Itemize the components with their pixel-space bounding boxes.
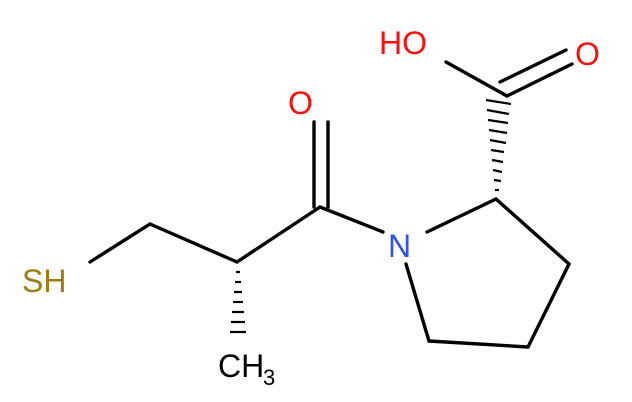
bond-carbonyl-calpha xyxy=(235,205,322,264)
bond-c5-n xyxy=(404,262,431,343)
atom-labels: HO O O N SH CH 3 xyxy=(22,25,600,390)
amide-carbonyl-oxygen-label: O xyxy=(288,85,313,121)
bond-c4-c5 xyxy=(427,339,530,349)
acid-carbonyl-oxygen-label: O xyxy=(575,36,600,72)
side-chain xyxy=(88,222,246,334)
hashed-wedge-calpha-ch3 xyxy=(230,270,246,334)
bond-ch2-s xyxy=(88,222,152,264)
methyl-subscript: 3 xyxy=(263,365,275,390)
hashed-wedge-bond-c2-cooh xyxy=(496,92,519,199)
bond-c-o-double-2 xyxy=(498,48,568,84)
bond-c-o-double-1 xyxy=(505,62,574,98)
hashed-wedge-lines xyxy=(485,98,512,192)
bond-c3-c4 xyxy=(526,262,571,349)
bond-c-oh xyxy=(444,60,509,98)
hydroxyl-label: HO xyxy=(379,25,427,61)
nitrogen-label: N xyxy=(388,228,411,264)
bond-calpha-ch2 xyxy=(148,222,239,264)
amide-group xyxy=(235,120,385,264)
bond-n-c2 xyxy=(425,197,498,234)
ring-bonds xyxy=(404,197,571,349)
carboxyl-group xyxy=(444,48,574,199)
bond-n-carbonyl xyxy=(318,205,385,234)
methyl-label: CH xyxy=(218,348,264,384)
bond-c2-c3 xyxy=(494,197,571,266)
thiol-label: SH xyxy=(22,263,66,299)
